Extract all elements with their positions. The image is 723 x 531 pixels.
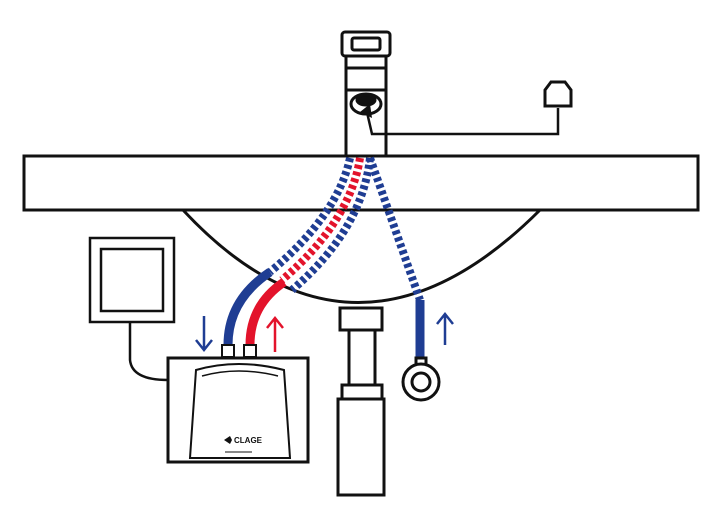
heater-front-panel xyxy=(188,363,292,459)
sensor-cable-arrowhead xyxy=(360,104,372,118)
hot-hose-dashed xyxy=(279,157,364,284)
hot-hose-solid xyxy=(245,278,287,346)
control-cable xyxy=(128,322,169,382)
hose-connectors xyxy=(221,344,257,358)
control-panel xyxy=(88,236,176,324)
sensor-icon xyxy=(543,80,573,108)
mixed-hose-dashed xyxy=(289,157,374,294)
basin-bowl xyxy=(181,208,542,304)
water-heater: CLAGE xyxy=(166,356,310,464)
return-arrow-group xyxy=(436,311,454,345)
hot-arrow-group xyxy=(266,315,284,352)
cold-hose-solid xyxy=(223,268,273,346)
arrow-down-icon xyxy=(195,316,213,353)
heater-brand-label: CLAGE xyxy=(234,436,263,445)
return-fitting xyxy=(401,356,441,402)
solid-hoses xyxy=(223,268,425,360)
cold-arrow-group xyxy=(195,316,213,353)
arrow-up-icon xyxy=(436,311,454,345)
cold-hose-dashed xyxy=(267,157,354,276)
return-hose-dashed xyxy=(366,156,424,302)
arrow-up-icon xyxy=(266,315,284,352)
sensor-cable xyxy=(364,107,560,136)
drain-pipe xyxy=(336,306,386,497)
clage-logo-icon xyxy=(224,436,232,444)
faucet xyxy=(340,30,392,158)
hoses xyxy=(267,156,424,302)
heater-body xyxy=(166,356,310,464)
